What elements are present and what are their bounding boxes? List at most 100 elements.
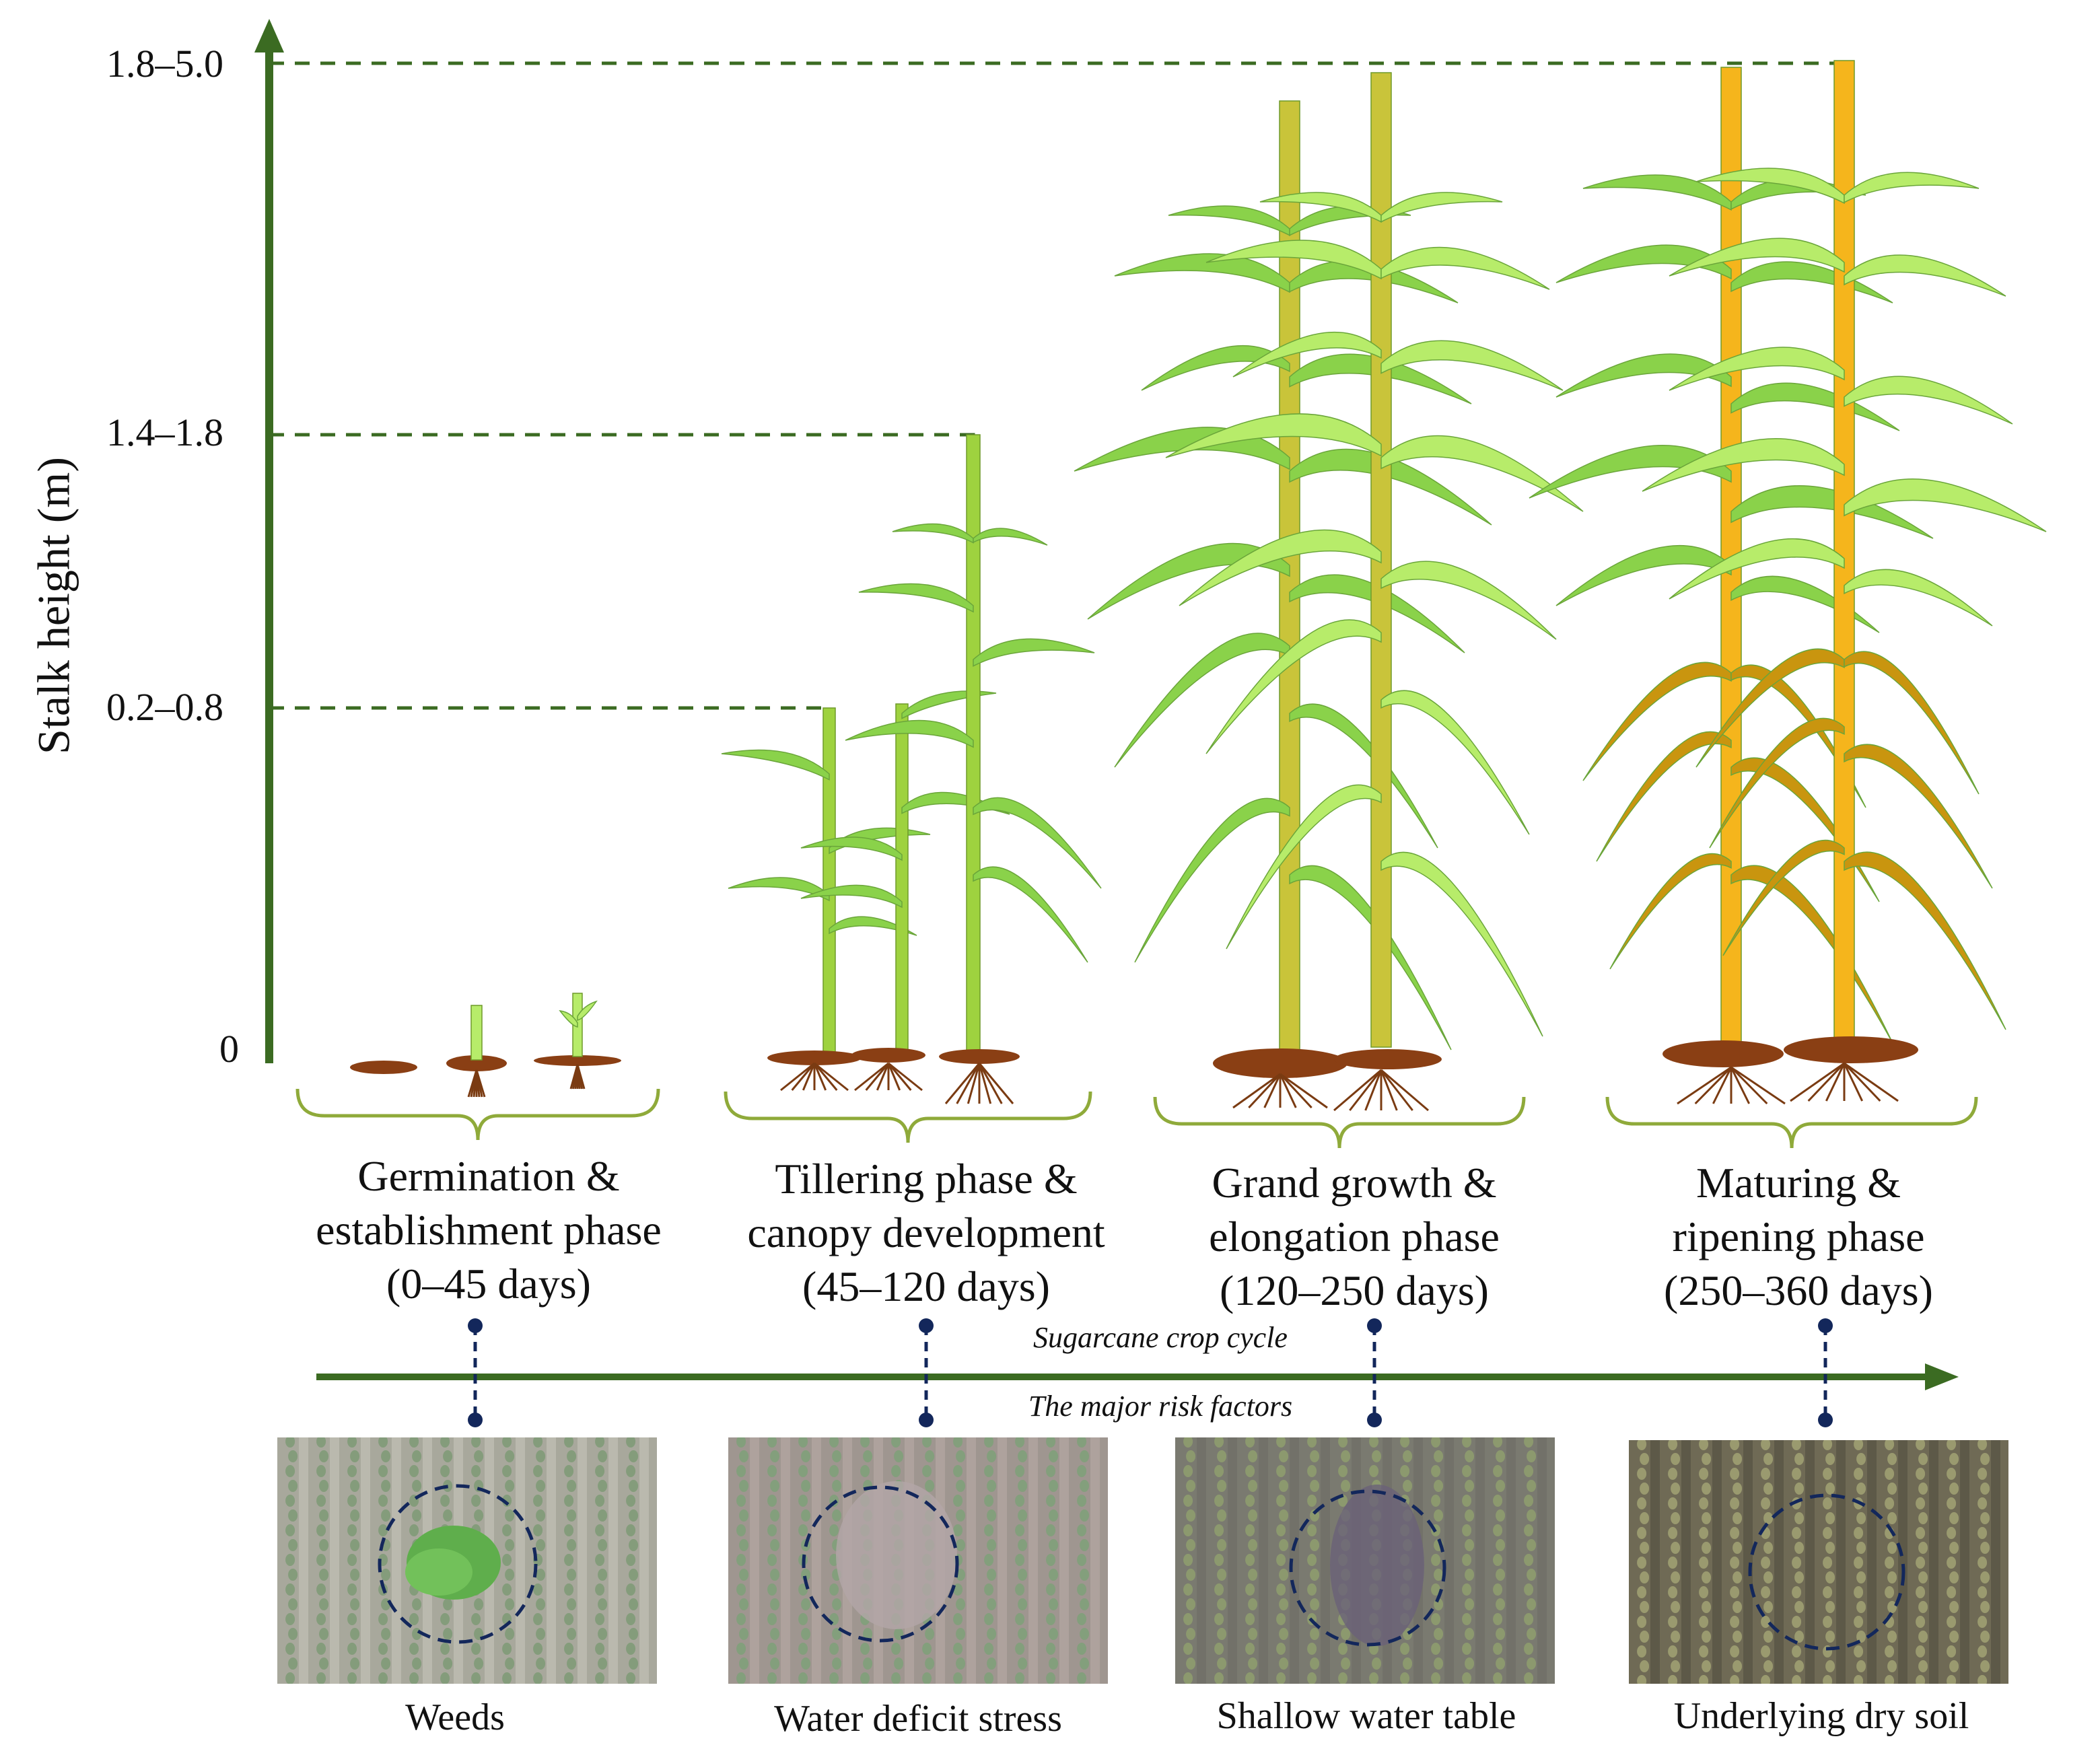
- crop-plant: [1733, 1660, 1743, 1672]
- crop-plant: [1217, 1480, 1227, 1492]
- crop-plant: [860, 1437, 870, 1448]
- crop-plant: [626, 1583, 636, 1596]
- crop-plant: [629, 1569, 639, 1581]
- crop-plant: [1493, 1583, 1503, 1596]
- crop-plant: [1763, 1571, 1774, 1583]
- crop-plant: [739, 1657, 749, 1670]
- crop-plant: [1248, 1598, 1258, 1610]
- crop-plant: [595, 1583, 605, 1596]
- crop-plant: [770, 1598, 780, 1610]
- crop-plant: [319, 1657, 329, 1670]
- crop-plant: [567, 1539, 577, 1551]
- crop-plant: [1217, 1569, 1227, 1581]
- leaf: [1165, 413, 1382, 458]
- crop-plant: [1640, 1571, 1650, 1583]
- dry-leaf: [1609, 853, 1732, 970]
- crop-plant: [1730, 1527, 1740, 1539]
- crop-plant: [378, 1437, 388, 1448]
- crop-plant: [832, 1628, 842, 1640]
- crop-plant: [1279, 1539, 1289, 1551]
- crop-plant: [798, 1613, 808, 1625]
- crop-plant: [409, 1524, 419, 1536]
- root: [1263, 1073, 1282, 1108]
- crop-plant: [1183, 1554, 1193, 1566]
- crop-plant: [1524, 1524, 1534, 1536]
- crop-plant: [533, 1672, 543, 1684]
- root: [956, 1063, 981, 1104]
- crop-plant: [1980, 1453, 1990, 1465]
- crop-plant: [1702, 1601, 1712, 1613]
- crop-plant: [1527, 1509, 1537, 1522]
- seed-sett: [1663, 1040, 1784, 1067]
- seed-sett: [1334, 1049, 1442, 1069]
- crop-plant: [1493, 1672, 1503, 1684]
- crop-plant: [381, 1657, 391, 1670]
- crop-plant: [922, 1672, 932, 1684]
- crop-plant: [1015, 1643, 1025, 1655]
- crop-plant: [922, 1643, 932, 1655]
- crop-plant: [598, 1450, 608, 1462]
- crop-plant: [770, 1509, 780, 1522]
- crop-plant: [956, 1509, 966, 1522]
- crop-plant: [1527, 1450, 1537, 1462]
- green-leaf: [1669, 347, 1845, 391]
- crop-plant: [1792, 1616, 1802, 1628]
- crop-plant: [474, 1657, 484, 1670]
- crop-plant: [956, 1539, 966, 1551]
- crop-plant: [1761, 1645, 1771, 1657]
- crop-plant: [1885, 1557, 1895, 1569]
- soil-strip: [1929, 1440, 1938, 1684]
- crop-plant: [1186, 1598, 1196, 1610]
- crop-plant: [285, 1554, 295, 1566]
- crop-plant: [378, 1495, 388, 1507]
- phase-label-grand-growth: Grand growth & elongation phase (120–250…: [1112, 1156, 1597, 1318]
- crop-plant: [1699, 1616, 1709, 1628]
- crop-plant: [1310, 1657, 1320, 1670]
- crop-plant: [347, 1437, 357, 1448]
- crop-plant: [1916, 1675, 1926, 1684]
- crop-plant: [1825, 1542, 1835, 1554]
- crop-plant: [1217, 1628, 1227, 1640]
- crop-plant: [832, 1450, 842, 1462]
- crop-plant: [1856, 1483, 1866, 1495]
- crop-plant: [739, 1450, 749, 1462]
- crop-plant: [1823, 1497, 1833, 1509]
- crop-plant: [1671, 1542, 1681, 1554]
- crop-plant: [288, 1628, 298, 1640]
- crop-plant: [1699, 1497, 1709, 1509]
- crop-plant: [1431, 1672, 1441, 1684]
- crop-plant: [1702, 1453, 1712, 1465]
- phase-label-tillering: Tillering phase & canopy development (45…: [684, 1152, 1168, 1314]
- crop-plant: [1279, 1569, 1289, 1581]
- crop-plant: [1916, 1616, 1926, 1628]
- sprout-roots: [467, 1069, 486, 1098]
- crop-plant: [502, 1465, 512, 1477]
- soil-strip: [1898, 1440, 1908, 1684]
- crop-plant: [1431, 1583, 1441, 1596]
- crop-plant: [536, 1450, 546, 1462]
- crop-plant: [1980, 1512, 1990, 1524]
- crop-plant: [1524, 1465, 1534, 1477]
- crop-plant: [984, 1643, 994, 1655]
- crop-plant: [1217, 1509, 1227, 1522]
- crop-plant: [285, 1495, 295, 1507]
- phase-germination-line3: (0–45 days): [386, 1260, 591, 1308]
- crop-plant: [1823, 1586, 1833, 1598]
- crop-plant: [1310, 1598, 1320, 1610]
- root: [1280, 1073, 1328, 1109]
- crop-plant: [1668, 1586, 1678, 1598]
- crop-plant: [1465, 1509, 1475, 1522]
- crop-plant: [1310, 1450, 1320, 1462]
- leaf: [1141, 345, 1290, 391]
- crop-plant: [1434, 1480, 1444, 1492]
- crop-plant: [536, 1657, 546, 1670]
- crop-plant: [1307, 1495, 1317, 1507]
- crop-plant: [736, 1437, 746, 1448]
- crop-plant: [1637, 1645, 1647, 1657]
- root: [1807, 1062, 1846, 1102]
- crop-plant: [832, 1480, 842, 1492]
- crop-plant: [1792, 1440, 1802, 1450]
- crop-plant: [1186, 1509, 1196, 1522]
- crop-plant: [1885, 1468, 1895, 1480]
- crop-plant: [629, 1657, 639, 1670]
